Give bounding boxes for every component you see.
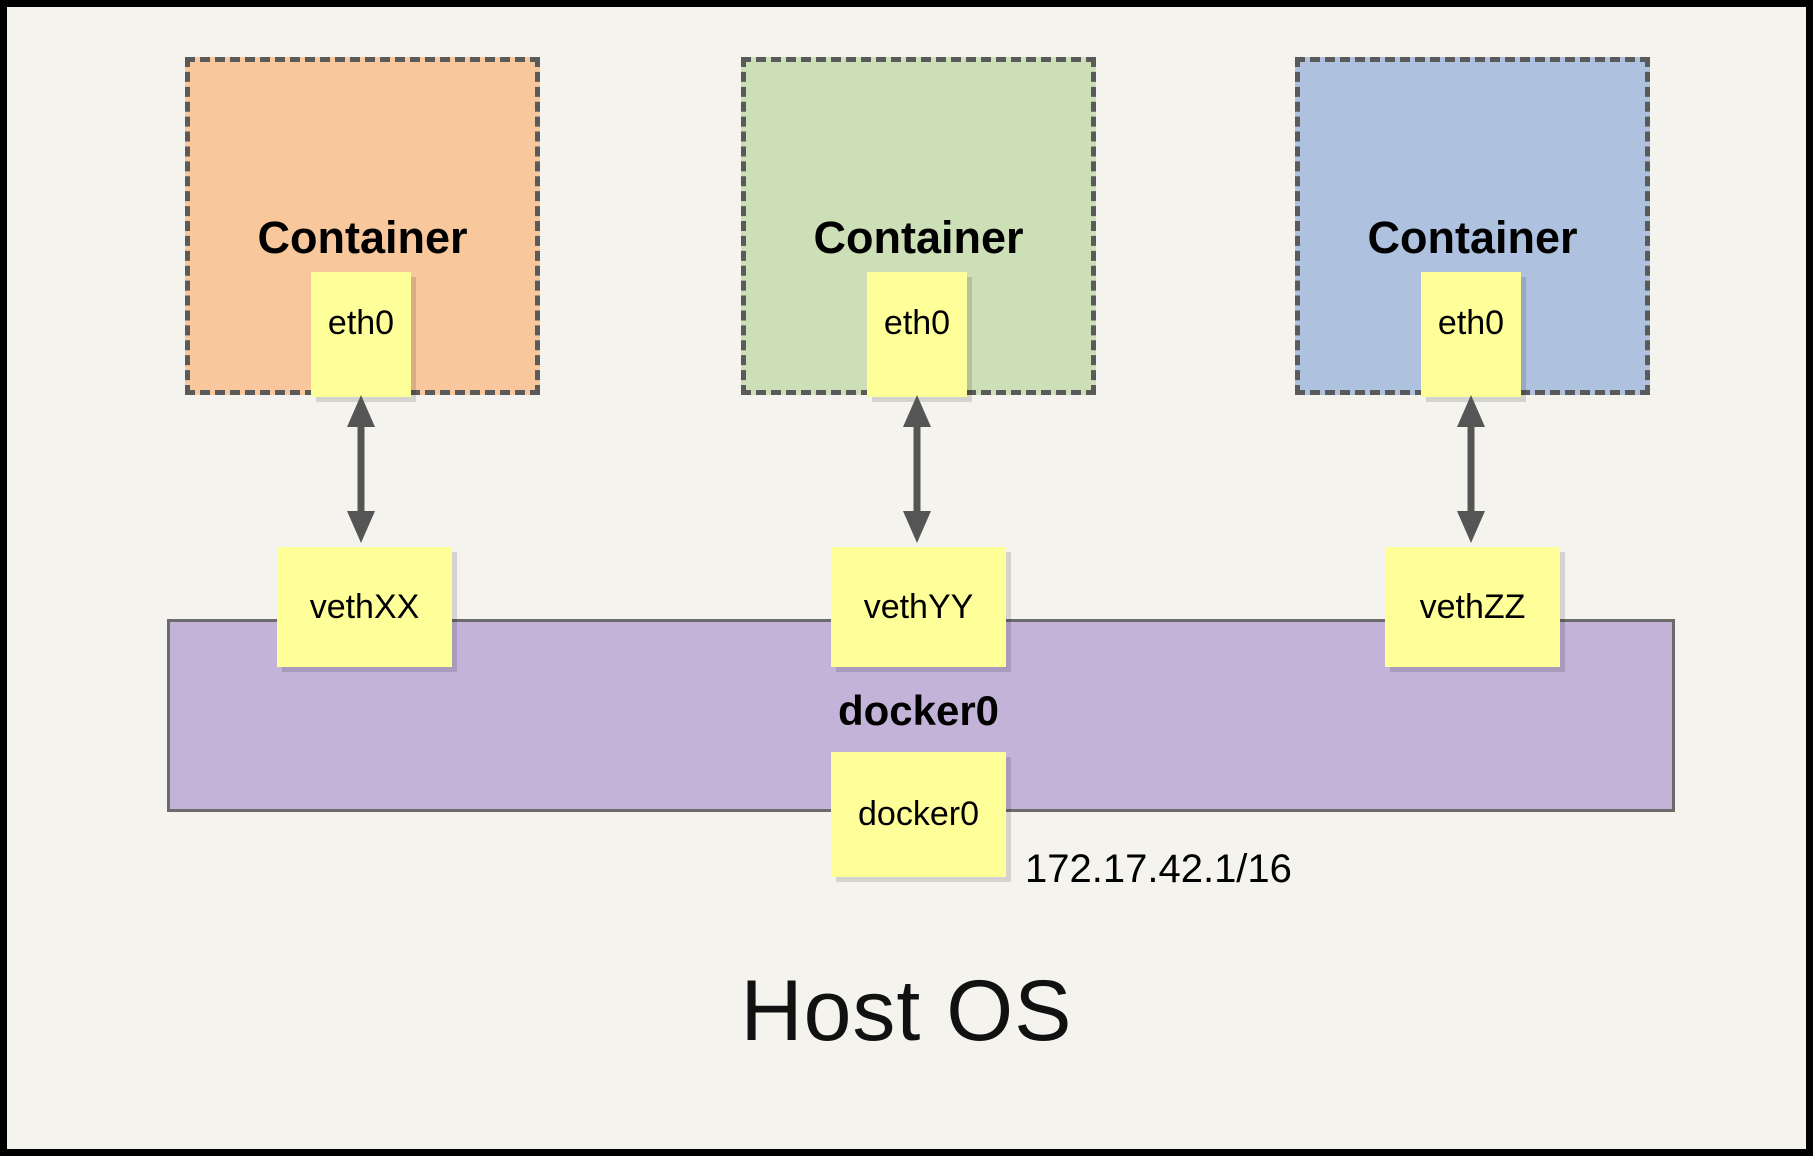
- eth0-label-1: eth0: [327, 304, 395, 342]
- docker0-interface-label: docker0: [858, 795, 979, 833]
- container-title-1: Container: [257, 212, 468, 263]
- docker0-ip-label: 172.17.42.1/16: [1025, 847, 1292, 891]
- eth0-box-3: eth0: [1421, 272, 1521, 397]
- eth0-box-1: eth0: [311, 272, 411, 397]
- docker0-interface-box: docker0: [831, 752, 1006, 877]
- veth-label-2: vethYY: [863, 587, 974, 626]
- veth-box-3: vethZZ: [1385, 547, 1560, 667]
- veth-label-3: vethZZ: [1419, 587, 1526, 626]
- eth0-label-2: eth0: [883, 304, 951, 342]
- container-title-3: Container: [1367, 212, 1578, 263]
- container-title-2: Container: [813, 212, 1024, 263]
- host-os-title: Host OS: [740, 963, 1073, 1059]
- veth-box-1: vethXX: [277, 547, 452, 667]
- link-arrow-1: [347, 395, 375, 543]
- eth0-box-2: eth0: [867, 272, 967, 397]
- link-arrow-3: [1457, 395, 1485, 543]
- veth-label-1: vethXX: [309, 587, 420, 626]
- link-arrow-2: [903, 395, 931, 543]
- veth-box-2: vethYY: [831, 547, 1006, 667]
- eth0-label-3: eth0: [1437, 304, 1505, 342]
- docker0-bridge-title: docker0: [837, 687, 1000, 734]
